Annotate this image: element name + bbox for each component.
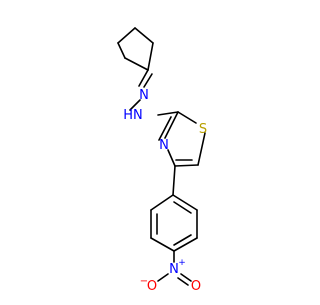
- hydrazine-nh-label: HN: [123, 108, 143, 123]
- thiazole-phenyl-bond: [172, 165, 176, 196]
- imine-double-bond: [138, 69, 153, 88]
- thiazole-s-label: S: [199, 122, 207, 137]
- bond: [172, 194, 198, 211]
- bond: [143, 73, 153, 88]
- bond: [157, 273, 169, 282]
- nitro-o-left-label: O: [147, 279, 157, 294]
- bond: [167, 149, 176, 167]
- bond: [117, 27, 136, 44]
- thiazole-ring: [158, 111, 206, 167]
- bond: [150, 194, 174, 211]
- nitro-o-right-label: O: [191, 279, 201, 294]
- phenyl-ring: [150, 194, 198, 252]
- bond: [117, 42, 126, 59]
- bond: [174, 164, 199, 167]
- hydrazine-n-label: N: [139, 88, 149, 103]
- bond: [138, 69, 149, 87]
- cyclopentane-ring: [117, 27, 154, 71]
- thiazole-n-label: N: [159, 138, 169, 153]
- nitro-o-left-charge: −: [140, 276, 148, 287]
- bond: [177, 111, 197, 124]
- bond: [173, 234, 192, 246]
- bond: [197, 132, 206, 166]
- hydrazine-n-n-bond: [129, 99, 141, 111]
- bond: [150, 237, 175, 252]
- bond: [177, 277, 189, 286]
- bond: [158, 116, 172, 141]
- bond: [173, 237, 198, 252]
- bond: [147, 42, 154, 71]
- bond: [173, 201, 192, 214]
- nh-thiazole-bond: [157, 111, 179, 116]
- nitro-group-bonds: [157, 273, 192, 286]
- bond: [124, 57, 149, 71]
- bond: [180, 273, 192, 282]
- molecule-diagram: N HN S N N + O − O: [117, 27, 207, 294]
- bond: [164, 111, 179, 139]
- bond: [134, 27, 154, 44]
- nitro-n-label: N: [169, 262, 179, 277]
- molecule-structure: N HN S N N + O − O: [117, 27, 207, 294]
- nitro-n-charge: +: [178, 258, 186, 268]
